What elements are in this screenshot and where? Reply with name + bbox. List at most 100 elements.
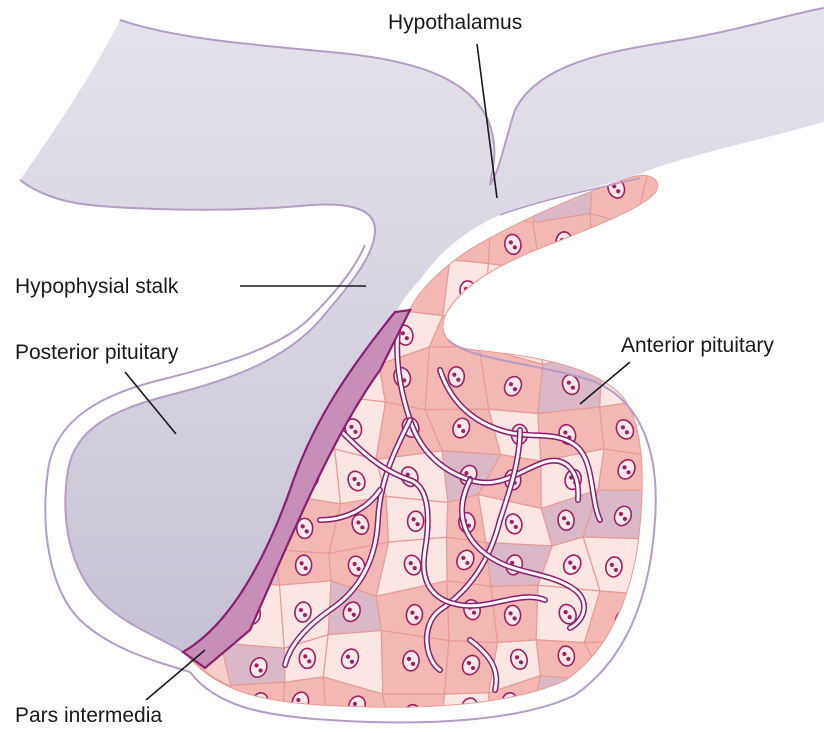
cell [635, 225, 704, 258]
cell [484, 264, 540, 321]
cell-nucleus [818, 692, 824, 716]
cell-nucleus [703, 506, 727, 531]
cell [529, 676, 604, 732]
cell-nucleus [554, 323, 578, 348]
cell-nucleus [709, 178, 731, 202]
cell-nucleus [658, 652, 677, 674]
cell-nucleus [713, 276, 730, 297]
cell [686, 634, 751, 695]
cell [744, 211, 811, 274]
cell-nucleus [654, 233, 675, 257]
cell-nucleus [505, 605, 521, 625]
cell [810, 675, 824, 733]
cell [687, 395, 751, 462]
cell [746, 534, 810, 601]
cell [221, 255, 284, 314]
cell [745, 487, 814, 550]
cell [794, 349, 824, 406]
cell [742, 160, 814, 215]
cell-nucleus [602, 273, 626, 298]
cell [639, 594, 708, 640]
cell-nucleus [247, 269, 266, 291]
cell [639, 634, 693, 681]
cell-nucleus [712, 651, 734, 675]
cell-nucleus [665, 560, 685, 583]
cell-nucleus [767, 658, 784, 679]
cell [593, 258, 640, 321]
cell [805, 169, 824, 220]
cell [805, 215, 824, 274]
cell [440, 693, 490, 733]
pars-intermedia-leader [146, 650, 205, 700]
cell-nucleus [819, 651, 824, 676]
cell [694, 601, 752, 639]
cell-nucleus [716, 422, 732, 442]
cell-nucleus [661, 418, 681, 441]
cell [747, 589, 810, 639]
label-anterior-pituitary: Anterior pituitary [621, 334, 774, 357]
cell [744, 269, 811, 316]
cell-nucleus [766, 278, 783, 299]
cell-nucleus [769, 469, 786, 490]
cell-nucleus [556, 232, 573, 253]
cell [686, 682, 748, 733]
cell [690, 487, 745, 545]
cell-nucleus [606, 651, 629, 676]
cell [794, 400, 824, 458]
label-posterior-pituitary: Posterior pituitary [15, 341, 179, 364]
cell-nucleus [556, 276, 580, 301]
cell-nucleus [819, 601, 824, 625]
cell-nucleus [667, 605, 688, 629]
cell [739, 353, 795, 400]
cell-nucleus [816, 459, 824, 482]
cell-nucleus [765, 602, 789, 627]
cell-nucleus [768, 183, 787, 205]
cell [739, 395, 805, 462]
cell-nucleus [708, 696, 726, 718]
cell-nucleus [662, 510, 684, 534]
cell-nucleus [500, 326, 524, 351]
cell [792, 305, 824, 352]
cell-nucleus [246, 320, 270, 345]
label-hypothalamus: Hypothalamus [388, 11, 522, 34]
cell-nucleus [657, 694, 678, 718]
cell [806, 441, 824, 497]
cell [590, 214, 640, 263]
cell-nucleus [814, 364, 824, 389]
cell [791, 546, 824, 590]
cell-nucleus [299, 648, 315, 668]
cell-nucleus [607, 228, 627, 251]
cell-nucleus [770, 235, 788, 256]
cell [745, 458, 814, 498]
cell [640, 347, 692, 412]
cell-nucleus [811, 555, 824, 580]
cell-nucleus [715, 611, 733, 633]
cell [639, 679, 687, 727]
cell [695, 534, 746, 601]
cell-nucleus [817, 320, 824, 341]
cell [635, 162, 699, 226]
cell [221, 210, 281, 258]
cell-nucleus [716, 462, 735, 484]
cell-nucleus [658, 182, 677, 204]
cell-nucleus [811, 414, 824, 437]
cell [281, 255, 330, 308]
cell [635, 256, 704, 322]
cell-nucleus [711, 228, 729, 250]
cell [791, 495, 824, 550]
cell [282, 677, 328, 732]
cell [687, 354, 739, 412]
cell-nucleus [814, 510, 824, 532]
cell [529, 262, 596, 309]
cell-nucleus [766, 705, 787, 728]
cell [792, 272, 824, 317]
cell-nucleus [292, 267, 315, 292]
cell-nucleus [654, 369, 673, 391]
cell-nucleus [758, 364, 779, 387]
cell [383, 694, 445, 733]
cell [533, 214, 593, 272]
cell-nucleus [448, 367, 464, 387]
cell-nucleus [245, 225, 262, 246]
cell-nucleus [712, 558, 733, 582]
cell-nucleus [295, 555, 312, 576]
